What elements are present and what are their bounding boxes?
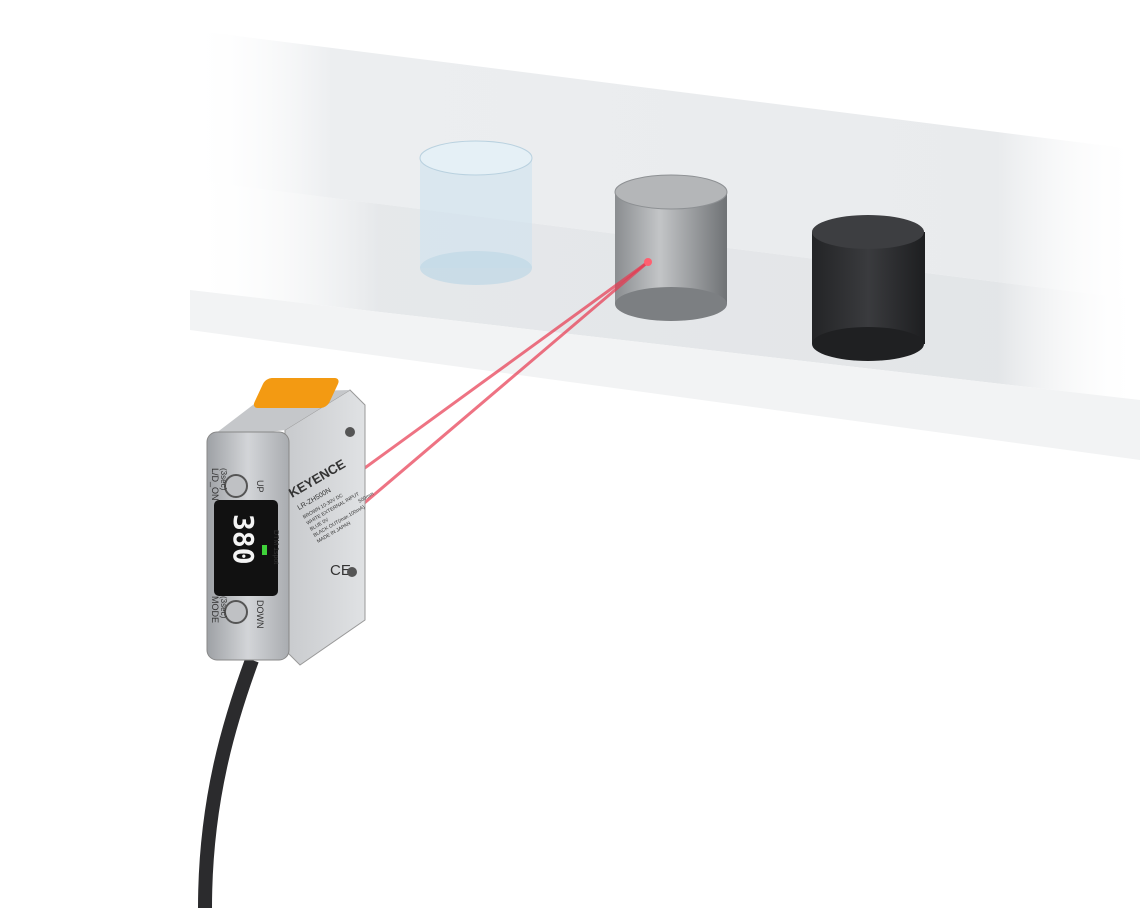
mode-indicator-labels: DTM 1spot — [272, 530, 279, 564]
status-led — [262, 545, 267, 555]
ld-on-sub: (3sec) — [219, 468, 228, 491]
mode-label: MODE — [210, 596, 220, 623]
down-label: DOWN — [255, 600, 265, 629]
black-target — [812, 215, 925, 361]
operation-indicator — [253, 378, 339, 408]
laser-spot — [644, 258, 652, 266]
shelf-front-edge — [190, 290, 1140, 460]
up-label: UP — [255, 480, 265, 493]
metal-target — [614, 174, 728, 321]
ld-on-label: L/D_ON — [210, 468, 220, 501]
photoelectric-sensor: 380 UP DOWN L/D_ON (3sec) MODE (3sec) DT… — [206, 378, 375, 666]
up-button[interactable] — [224, 474, 248, 498]
display-panel — [214, 500, 278, 596]
transparent-target — [419, 140, 533, 285]
cable — [198, 657, 259, 908]
laser-beam-emit — [361, 260, 649, 472]
display-value: 380 — [227, 514, 260, 565]
mode-sub: (3sec) — [219, 596, 228, 619]
down-button[interactable] — [224, 600, 248, 624]
mount-hole-bottom — [347, 567, 357, 577]
laser-beam-receive — [361, 260, 649, 507]
mount-hole-top — [345, 427, 355, 437]
ce-mark: CE — [330, 562, 351, 579]
